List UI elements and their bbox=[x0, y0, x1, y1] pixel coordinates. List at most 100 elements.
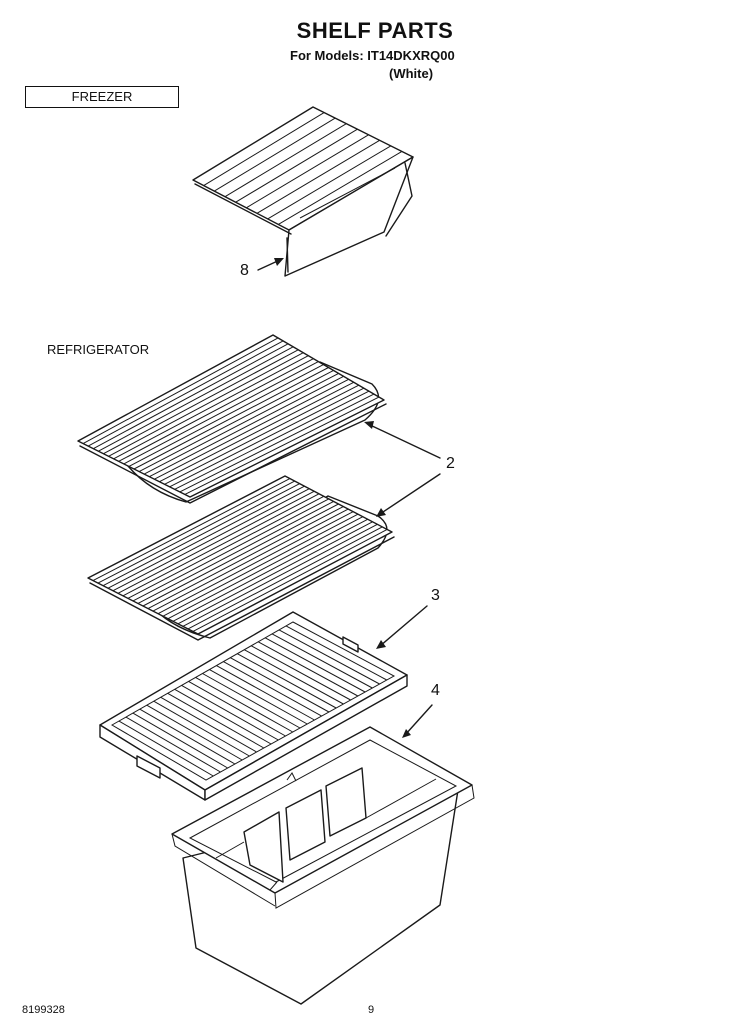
shelf-rod bbox=[82, 337, 279, 444]
shelf-rod bbox=[113, 355, 309, 460]
shelf-rod bbox=[93, 343, 289, 450]
cover-slat bbox=[278, 629, 380, 685]
cover-slat bbox=[146, 704, 243, 761]
callout-number-2: 2 bbox=[446, 455, 455, 472]
shelf-rod bbox=[98, 346, 294, 452]
cover-slat bbox=[139, 708, 236, 765]
cover-slat bbox=[237, 653, 337, 709]
shelf-rod bbox=[246, 134, 369, 209]
cover-slat bbox=[223, 661, 322, 717]
refrigerator-wire-shelf-lower bbox=[87, 475, 395, 641]
shelf-rod bbox=[87, 340, 284, 447]
document-number: 8199328 bbox=[22, 1004, 65, 1016]
shelf-rod bbox=[132, 498, 330, 602]
shelf-rod bbox=[102, 483, 300, 587]
shelf-rod bbox=[179, 393, 375, 493]
shelf-rod bbox=[149, 375, 344, 478]
shelf-rod bbox=[117, 490, 315, 594]
cover-slat bbox=[216, 665, 315, 721]
shelf-rod bbox=[122, 493, 320, 597]
callout-arrow-2b bbox=[376, 508, 386, 517]
callout-number-8: 8 bbox=[240, 262, 249, 279]
shelf-rod bbox=[137, 501, 334, 604]
cover-slat bbox=[202, 673, 301, 729]
shelf-rod bbox=[152, 508, 349, 612]
shelf-rod bbox=[235, 128, 358, 203]
page-title: SHELF PARTS bbox=[296, 18, 454, 43]
shelf-rod bbox=[278, 151, 403, 225]
cover-slat bbox=[153, 700, 250, 757]
refrigerator-wire-shelf-upper bbox=[77, 334, 387, 504]
shelf-rod bbox=[214, 117, 336, 192]
callout-number-3: 3 bbox=[431, 587, 440, 604]
page-number: 9 bbox=[368, 1004, 375, 1016]
cover-slat bbox=[257, 641, 359, 697]
shelf-rod bbox=[154, 378, 349, 480]
freezer-section-label: FREEZER bbox=[25, 86, 179, 108]
shelf-rod bbox=[169, 387, 365, 488]
cover-slat bbox=[188, 680, 286, 737]
shelf-rod bbox=[107, 485, 305, 589]
shelf-rod bbox=[142, 503, 339, 607]
shelf-rod bbox=[167, 516, 364, 620]
callout-leader-2a bbox=[367, 423, 441, 459]
cover-slat bbox=[174, 688, 272, 745]
shelf-rod bbox=[123, 361, 319, 465]
callout-arrow-4 bbox=[402, 729, 411, 738]
cover-slat bbox=[181, 684, 279, 741]
shelf-rod bbox=[172, 518, 368, 622]
shelf-rod bbox=[256, 139, 380, 214]
shelf-rod bbox=[118, 358, 314, 462]
cover-slat bbox=[244, 649, 344, 705]
shelf-rod bbox=[128, 364, 324, 467]
shelf-rod bbox=[203, 112, 325, 186]
cover-slat bbox=[271, 633, 373, 689]
cover-slat bbox=[230, 657, 330, 713]
shelf-rod bbox=[127, 495, 325, 599]
shelf-rod bbox=[177, 521, 373, 625]
callout-arrow-3 bbox=[376, 640, 386, 649]
refrigerator-section-label: REFRIGERATOR bbox=[47, 342, 150, 357]
callout-arrow-8 bbox=[274, 258, 284, 266]
callout-leader-3 bbox=[379, 605, 428, 647]
shelf-rod bbox=[157, 511, 354, 615]
freezer-wire-shelf bbox=[192, 106, 414, 277]
shelf-rod bbox=[224, 123, 347, 198]
cover-slat bbox=[167, 692, 265, 749]
callout-arrow-2a bbox=[364, 421, 374, 429]
callout-number-4: 4 bbox=[431, 682, 440, 699]
models-line: For Models: IT14DKXRQ00 bbox=[290, 48, 455, 63]
shelf-rod bbox=[97, 480, 295, 584]
shelf-rod bbox=[162, 513, 359, 617]
cover-slat bbox=[195, 677, 294, 733]
crisper-pan bbox=[171, 726, 475, 1005]
cover-slat bbox=[118, 720, 214, 777]
cover-slat bbox=[209, 669, 308, 725]
shelf-rod bbox=[147, 506, 344, 609]
shelf-rod bbox=[192, 529, 388, 632]
cover-slat bbox=[250, 645, 351, 701]
cover-slat bbox=[125, 716, 221, 773]
shelf-rod bbox=[174, 390, 370, 490]
cover-slat bbox=[132, 712, 228, 769]
cover-slat bbox=[264, 637, 366, 693]
shelf-rod bbox=[267, 145, 392, 220]
shelf-rod bbox=[92, 478, 291, 581]
cover-slat bbox=[160, 696, 257, 753]
shelf-rod bbox=[108, 352, 304, 457]
crisper-cover bbox=[99, 611, 408, 801]
shelf-rod bbox=[143, 372, 339, 475]
cover-slat bbox=[285, 625, 388, 681]
variant-line: (White) bbox=[389, 66, 434, 81]
shelf-rod bbox=[112, 488, 310, 592]
shelf-rod bbox=[159, 381, 354, 483]
callout-leader-4 bbox=[404, 704, 433, 736]
shelf-rod bbox=[133, 367, 329, 470]
shelf-rod bbox=[103, 349, 299, 455]
callout-leader-2b bbox=[379, 473, 441, 515]
shelf-rod bbox=[164, 384, 359, 485]
shelf-rod bbox=[182, 523, 378, 627]
shelf-rod bbox=[184, 396, 380, 495]
